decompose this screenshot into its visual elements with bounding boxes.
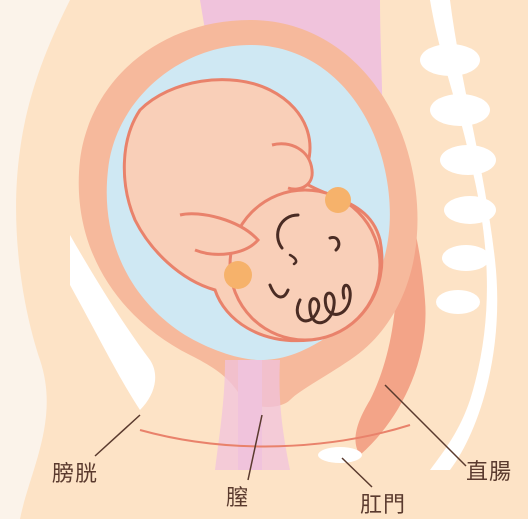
vertebra-2 xyxy=(430,94,490,126)
label-vagina: 膣 xyxy=(226,480,249,512)
vertebra-1 xyxy=(420,44,480,76)
vaginal-canal-outer xyxy=(215,360,290,470)
label-anus: 肛門 xyxy=(360,487,406,519)
vertebra-6 xyxy=(436,290,480,314)
vertebra-4 xyxy=(444,196,496,224)
label-rectum: 直腸 xyxy=(466,454,512,486)
baby-cheek-upper xyxy=(325,187,351,213)
baby-cheek-lower xyxy=(224,261,252,289)
label-bladder: 膀胱 xyxy=(52,456,98,488)
vertebra-3 xyxy=(440,145,496,175)
vertebra-5 xyxy=(442,245,490,271)
anal-opening xyxy=(318,447,362,463)
baby-head xyxy=(230,190,380,340)
